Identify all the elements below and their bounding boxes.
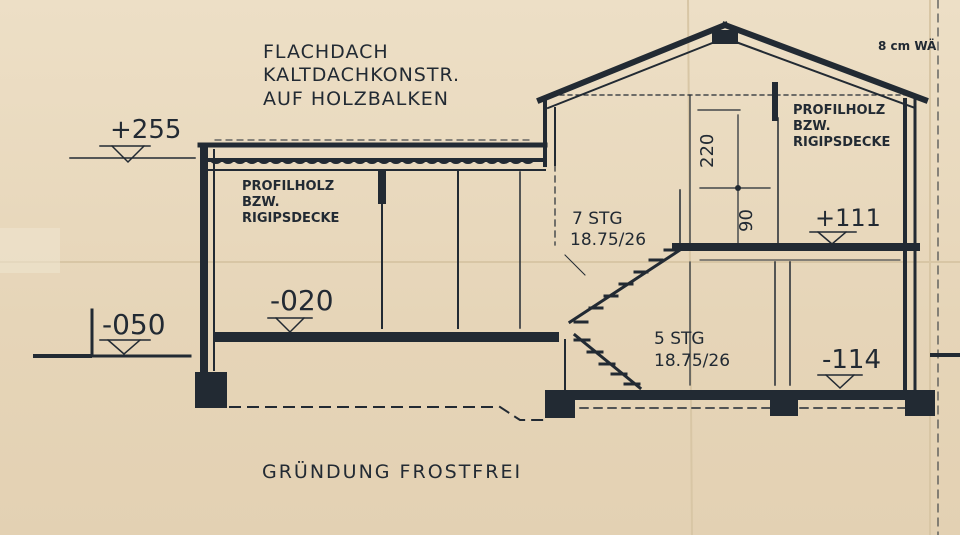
stairs-upper-count: 7 STG [572, 209, 623, 229]
lower-floor-slab [545, 390, 935, 400]
roof-insulation [208, 158, 536, 164]
foundation-note: GRÜNDUNG FROSTFREI [262, 460, 522, 483]
stair-lower [572, 332, 643, 391]
stair-upper [567, 247, 683, 325]
roof-note-line2: KALTDACHKONSTR. [263, 64, 460, 86]
level-markers [69, 144, 863, 390]
ceiling-note-right-line2: BZW. [793, 119, 831, 134]
gable-roof-right [721, 21, 929, 104]
stairs-lower-ratio: 18.75/26 [654, 351, 730, 371]
level-roof-left: +255 [110, 115, 181, 145]
ceiling-note-left-line3: RIGIPSDECKE [242, 211, 339, 226]
stairs-upper-ratio: 18.75/26 [570, 230, 646, 250]
ceiling-note-left-line2: BZW. [242, 195, 280, 210]
gable-roof-left [536, 21, 729, 104]
level-floor-left: -020 [270, 284, 334, 317]
dim-parapet: 90 [736, 209, 757, 232]
roof-note-line1: FLACHDACH [263, 41, 389, 63]
floor-slab-left [214, 332, 559, 342]
ceiling-note-left-line1: PROFILHOLZ [242, 179, 334, 194]
stairs-lower-count: 5 STG [654, 329, 705, 349]
gable-roof-left-inner [546, 36, 727, 110]
level-upper-floor: +111 [815, 204, 881, 232]
ridge-beam [712, 30, 738, 44]
foundation-right-1 [545, 398, 575, 418]
foundation-left [195, 372, 227, 408]
gable-roof-right-inner [723, 36, 917, 110]
foundation-right-2 [770, 398, 798, 416]
foundation-dashed-left [229, 406, 546, 421]
level-ground-outside: -050 [102, 308, 166, 341]
wall-note: 8 cm WÄ [878, 38, 937, 53]
roof-note-line3: AUF HOLZBALKEN [263, 88, 449, 110]
wall-left-outer [200, 145, 208, 375]
dim-dot [735, 185, 741, 191]
ceiling-note-right-line3: RIGIPSDECKE [793, 135, 890, 150]
upper-floor-slab [672, 243, 920, 251]
stair-note-leader [564, 254, 586, 276]
ceiling-post [378, 170, 386, 204]
ceiling-note-right-line1: PROFILHOLZ [793, 103, 885, 118]
dim-height-upper: 220 [697, 134, 718, 168]
foundation-right-3 [905, 398, 935, 416]
tape-patch [0, 228, 60, 273]
level-lower-floor: -114 [822, 345, 881, 375]
